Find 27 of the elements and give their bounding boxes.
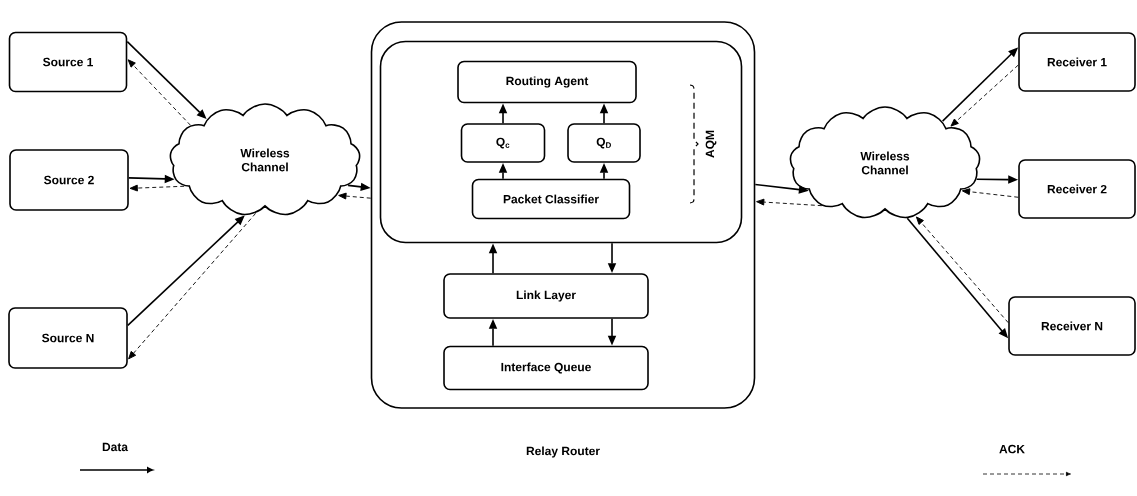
arrow — [961, 188, 1019, 198]
process-box: Q$_{c}$ — [460, 123, 546, 163]
arrow — [915, 216, 1009, 324]
box-label: Relay Router — [526, 446, 600, 458]
process-box: Receiver N — [1008, 296, 1136, 356]
process-box: Source 2 — [9, 149, 129, 211]
process-box: Routing Agent — [457, 60, 637, 104]
process-box: Link Layer — [443, 273, 649, 319]
arrow — [338, 192, 372, 200]
arrow — [129, 184, 185, 192]
arrow — [127, 59, 191, 126]
legend-label: ACK — [999, 444, 1025, 454]
cloud: Wireless Channel — [169, 103, 361, 216]
arrow — [756, 198, 823, 207]
cloud: Wireless Channel — [789, 106, 981, 219]
process-box: Q$_{D}$ — [567, 123, 641, 163]
process-box: Interface Queue — [443, 345, 649, 391]
arrow — [128, 212, 257, 360]
process-box: Receiver 1 — [1018, 32, 1136, 92]
module-box — [379, 40, 743, 244]
process-box: Source N — [8, 307, 128, 369]
process-box: Receiver 2 — [1018, 159, 1136, 219]
arrow — [950, 64, 1019, 127]
process-box: Packet Classifier — [471, 178, 631, 220]
legend-label: Data — [102, 442, 129, 452]
rotated-label: AQM — [705, 130, 717, 158]
process-box: Source 1 — [8, 31, 128, 93]
